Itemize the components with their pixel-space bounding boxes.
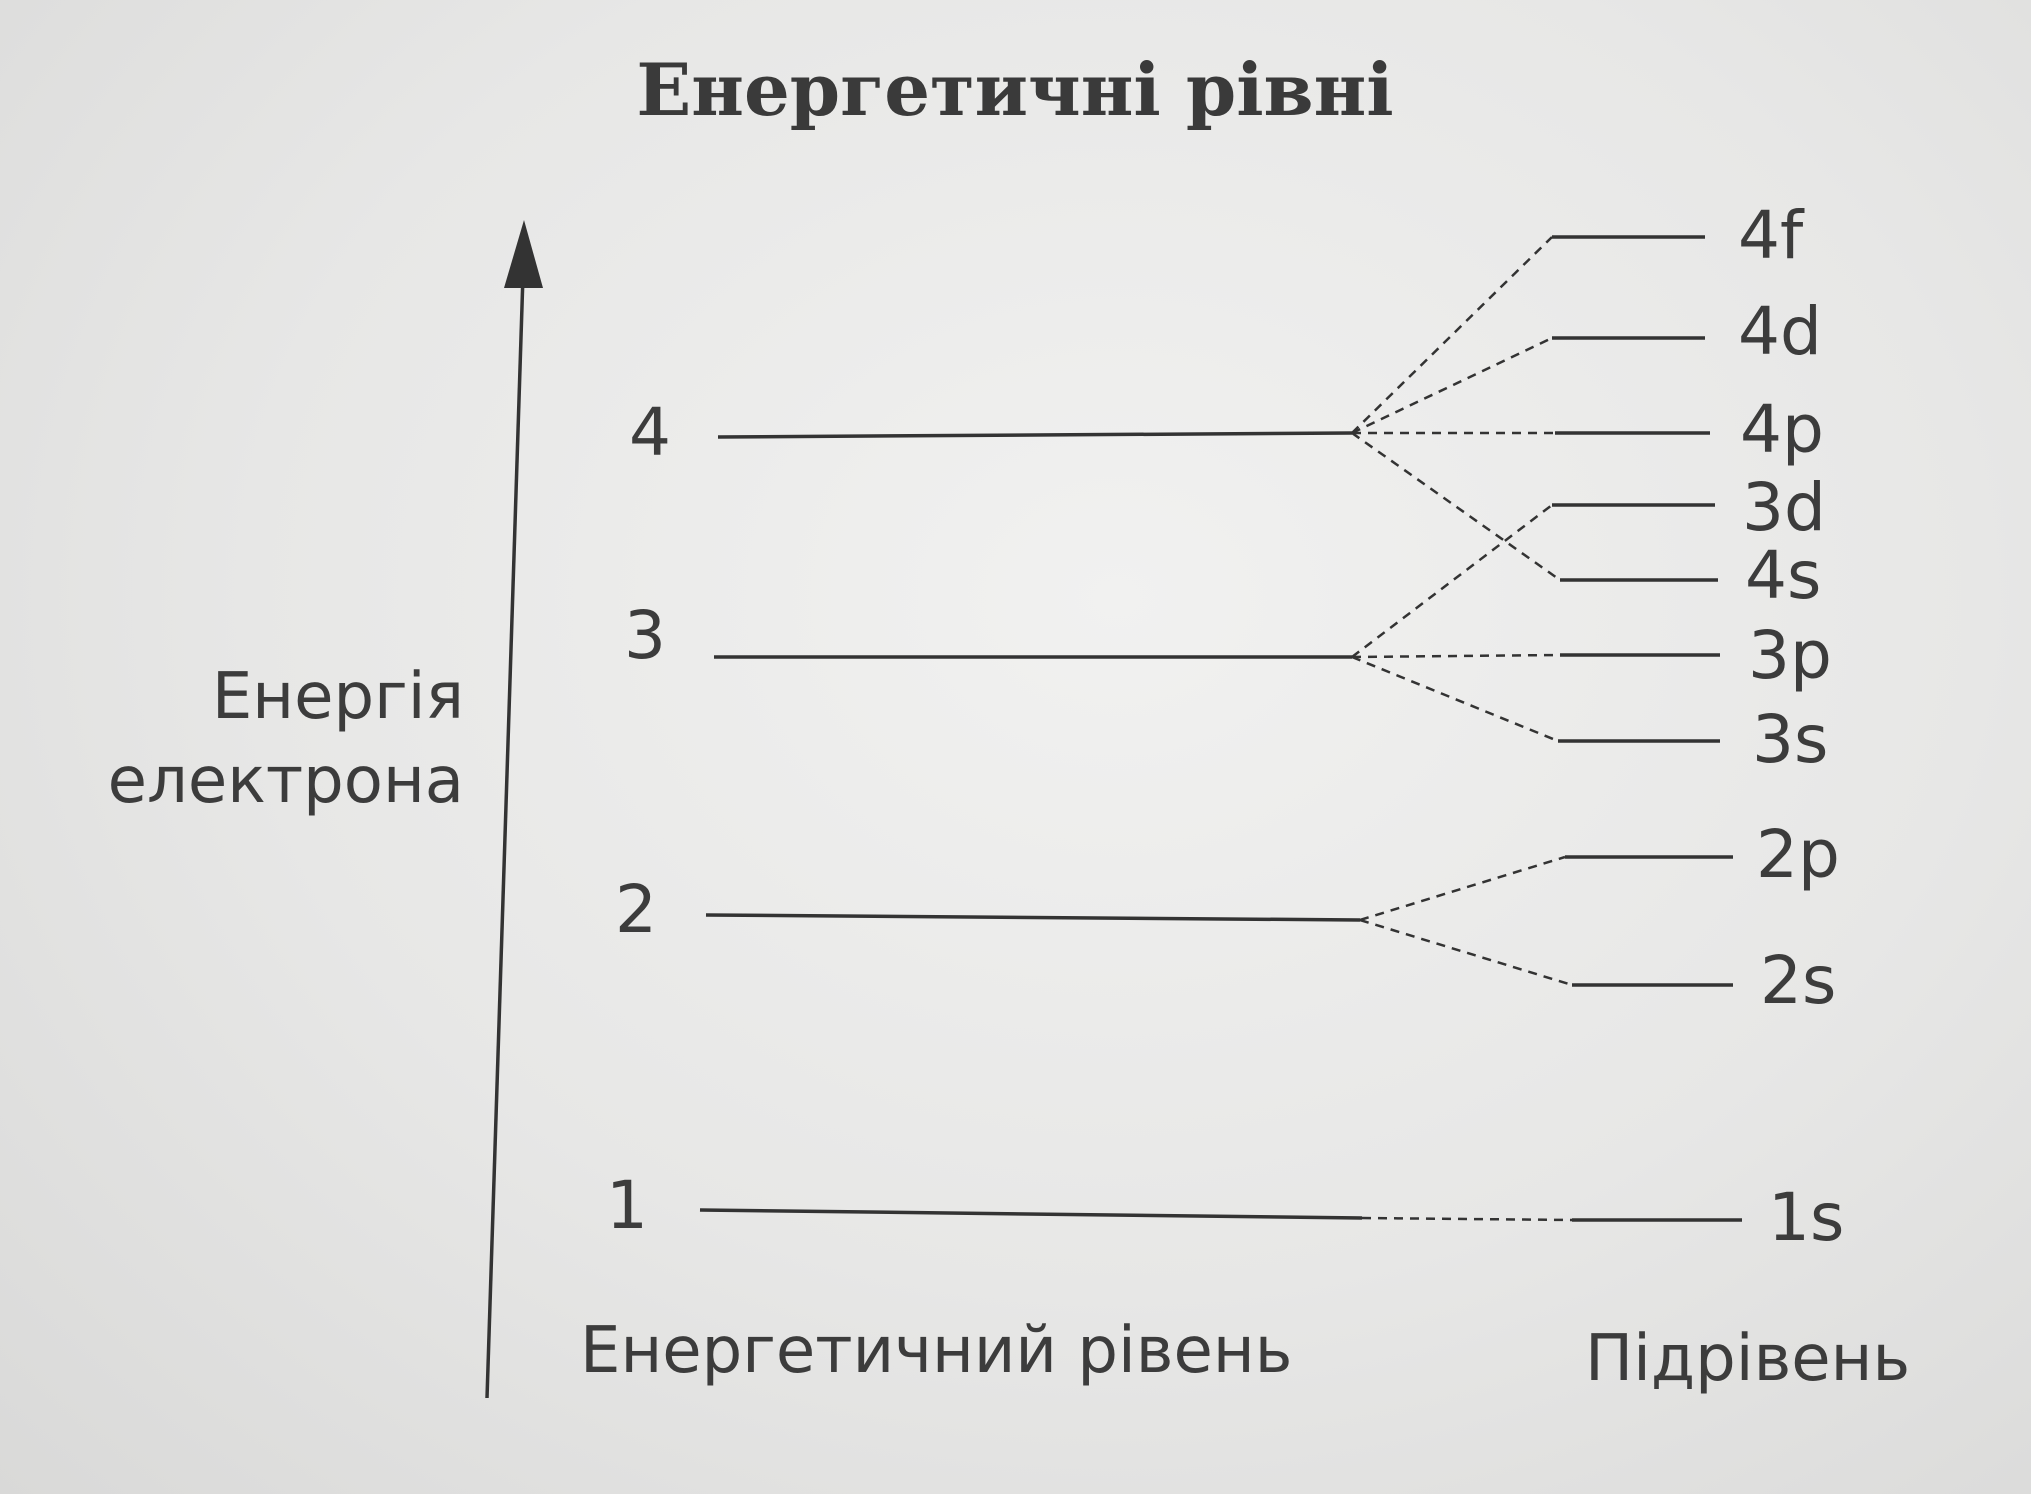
diagram-title: Енергетичні рівні [636, 47, 1393, 132]
bottom-label-energy-level: Енергетичний рівень [580, 1314, 1292, 1388]
sublevel-label-4f: 4f [1738, 197, 1805, 274]
connector-3-3s [1351, 655, 1559, 743]
level-line-2 [705, 913, 1361, 922]
energy-axis [485, 274, 525, 1399]
connector-4-4s [1351, 431, 1561, 582]
sublevel-label-4s: 4s [1745, 537, 1821, 614]
connector-1-1s [1361, 1216, 1573, 1222]
connector-3-3d [1351, 504, 1553, 658]
connector-3-3p [1351, 653, 1561, 659]
level-line-1 [699, 1208, 1363, 1220]
connector-2-2s [1359, 918, 1573, 987]
level-number-1: 1 [606, 1167, 648, 1244]
energy-axis-arrowhead [504, 220, 543, 288]
sublevel-label-3s: 3s [1752, 701, 1828, 778]
connector-4-4d [1351, 336, 1553, 435]
connector-2-2p [1359, 855, 1566, 922]
axis-label-line2: електрона [108, 744, 464, 818]
sublevel-label-2s: 2s [1760, 942, 1836, 1019]
level-line-4 [717, 431, 1353, 439]
sublevel-label-3d: 3d [1742, 469, 1826, 546]
bottom-label-sublevel: Підрівень [1585, 1322, 1910, 1396]
sublevel-label-4p: 4p [1740, 391, 1824, 468]
sublevel-label-2p: 2p [1756, 816, 1840, 893]
sublevel-label-4d: 4d [1738, 293, 1822, 370]
axis-label-line1: Енергія [212, 660, 464, 734]
level-number-4: 4 [629, 394, 671, 471]
sublevel-label-1s: 1s [1768, 1179, 1844, 1256]
sublevel-label-3p: 3p [1748, 617, 1832, 694]
connector-4-4f [1351, 236, 1553, 434]
level-number-2: 2 [615, 871, 657, 948]
level-number-3: 3 [624, 597, 666, 674]
